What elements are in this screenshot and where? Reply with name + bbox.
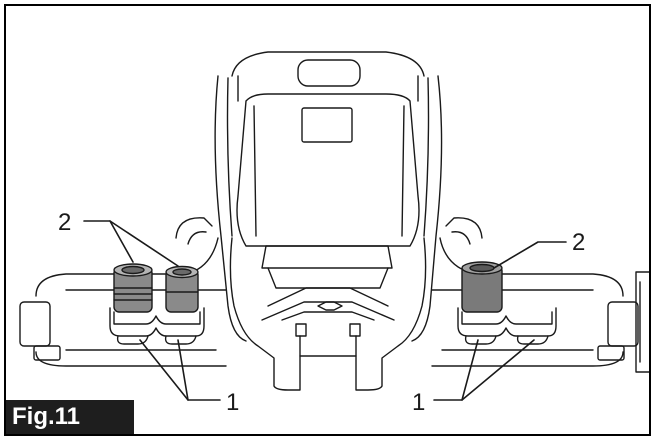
figure-frame: 2 2 1 1 Fig.11 — [4, 4, 651, 436]
left-holders — [109, 307, 205, 345]
callout-1-right: 1 — [412, 389, 425, 416]
figure-label: Fig.11 — [6, 400, 134, 434]
tool-body — [214, 51, 443, 391]
leader-lines — [83, 220, 567, 401]
callout-1-left: 1 — [226, 389, 239, 416]
product-illustration: 2 2 1 1 — [19, 51, 649, 416]
left-socket-plain — [165, 265, 199, 313]
right-holders — [457, 307, 557, 345]
left-socket-ribbed — [113, 263, 153, 313]
callout-2-right: 2 — [572, 229, 585, 256]
callout-2-left: 2 — [58, 209, 71, 236]
right-socket — [461, 261, 503, 313]
arm-handles — [19, 217, 649, 373]
